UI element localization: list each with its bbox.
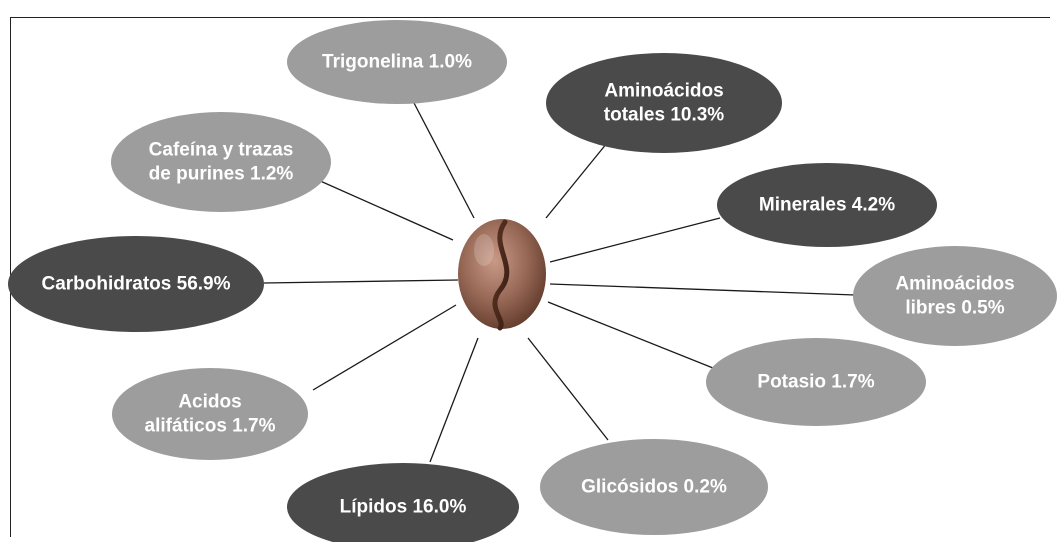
connector-line-minerales	[550, 218, 720, 262]
node-aminoacidos-totales: Aminoácidos totales 10.3%	[546, 53, 782, 153]
connector-line-acidos	[313, 305, 456, 390]
node-carbohidratos: Carbohidratos 56.9%	[8, 236, 264, 332]
node-label-cafeina: de purines 1.2%	[149, 164, 294, 185]
node-aminoacidos-libres: Aminoácidos libres 0.5%	[853, 246, 1057, 346]
connector-line-lipidos	[430, 338, 478, 462]
node-potasio: Potasio 1.7%	[706, 338, 926, 426]
node-label-trigonelina: Trigonelina 1.0%	[322, 52, 472, 73]
node-label-carbohidratos: Carbohidratos 56.9%	[42, 274, 231, 295]
node-label-glicosidos: Glicósidos 0.2%	[581, 477, 727, 498]
node-acidos: Acidos alifáticos 1.7%	[112, 368, 308, 460]
node-label-acidos: Acidos	[178, 392, 241, 413]
node-label-lipidos: Lípidos 16.0%	[340, 497, 467, 518]
node-ellipse-aminoacidos-libres	[853, 246, 1057, 346]
connector-line-aminoacidos-totales	[546, 143, 607, 218]
node-label-aminoacidos-libres: libres 0.5%	[905, 298, 1004, 319]
connector-line-cafeina	[318, 180, 453, 240]
coffee-bean-icon	[458, 219, 546, 329]
node-minerales: Minerales 4.2%	[717, 163, 937, 247]
node-trigonelina: Trigonelina 1.0%	[287, 20, 507, 104]
node-label-minerales: Minerales 4.2%	[759, 195, 895, 216]
node-ellipse-aminoacidos-totales	[546, 53, 782, 153]
connector-line-aminoacidos-libres	[550, 284, 855, 295]
node-ellipse-cafeina	[111, 112, 331, 212]
connector-line-carbohidratos	[264, 280, 458, 283]
node-cafeina: Cafeína y trazas de purines 1.2%	[111, 112, 331, 212]
node-label-aminoacidos-libres: Aminoácidos	[895, 274, 1014, 295]
node-glicosidos: Glicósidos 0.2%	[540, 439, 768, 535]
connector-line-glicosidos	[528, 338, 608, 440]
node-label-potasio: Potasio 1.7%	[757, 372, 874, 393]
node-label-aminoacidos-totales: Aminoácidos	[604, 81, 723, 102]
connector-line-potasio	[548, 302, 718, 370]
node-ellipse-acidos	[112, 368, 308, 460]
node-label-acidos: alifáticos 1.7%	[145, 416, 276, 437]
node-label-aminoacidos-totales: totales 10.3%	[604, 105, 724, 126]
connector-line-trigonelina	[414, 103, 474, 218]
node-label-cafeina: Cafeína y trazas	[149, 140, 294, 161]
node-lipidos: Lípidos 16.0%	[287, 463, 519, 542]
